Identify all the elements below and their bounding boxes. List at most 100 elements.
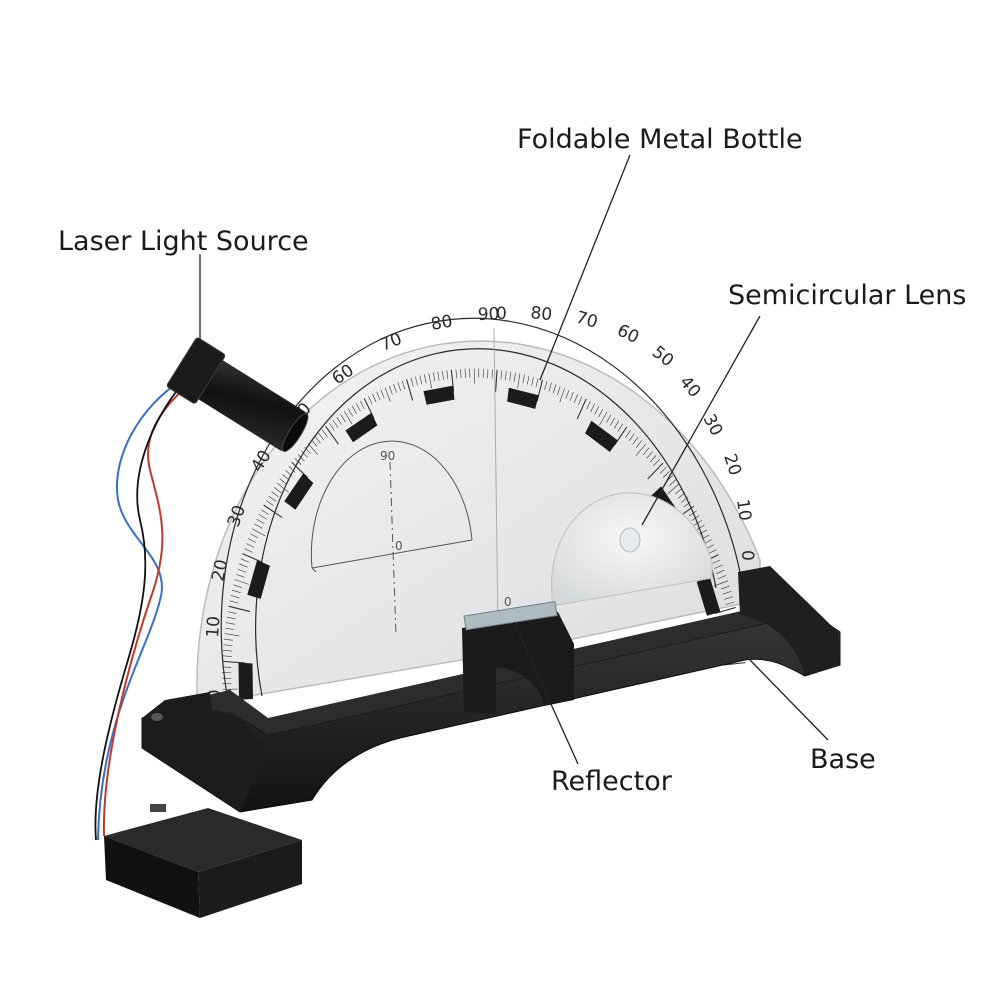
- label-base: Base: [810, 744, 876, 775]
- scale-tick: [297, 454, 305, 462]
- laser-light-source: [166, 337, 309, 453]
- scale-label-right-30: 30: [699, 411, 727, 439]
- scale-tick: [441, 370, 444, 380]
- scale-tick: [569, 392, 574, 401]
- protractor-disc: 0 10 20 30 40 50 60 70 80 90 0 80 70 60 …: [196, 303, 761, 718]
- base-screw-hole: [151, 713, 163, 721]
- scale-tick: [722, 590, 732, 595]
- scale-tick: [285, 470, 293, 477]
- scale-tick: [235, 573, 245, 578]
- scale-tick: [242, 553, 263, 564]
- scale-tick: [234, 579, 249, 585]
- scale-tick: [250, 533, 259, 539]
- scale-tick: [368, 396, 373, 405]
- scale-label-right-50: 50: [648, 342, 677, 371]
- scale-tick: [659, 466, 667, 474]
- scale-tick: [513, 372, 516, 382]
- scale-tick: [321, 429, 328, 437]
- scale-tick: [248, 538, 257, 543]
- scale-tick: [261, 509, 270, 515]
- scale-tick: [610, 417, 616, 426]
- scale-block: [247, 560, 270, 599]
- inner-protractor-baseline: [311, 539, 473, 569]
- scale-tick: [376, 391, 381, 401]
- scale-block: [423, 385, 455, 405]
- scale-tick: [517, 373, 521, 389]
- scale-tick: [643, 447, 650, 455]
- callout-labels: Laser Light Source Foldable Metal Bottle…: [58, 124, 966, 797]
- inner-label-0: 0: [395, 539, 403, 553]
- scale-block: [696, 576, 721, 616]
- inner-protractor-axis: [389, 461, 397, 637]
- inner-scale-arc: [255, 348, 717, 697]
- scale-tick: [227, 611, 237, 614]
- scale-tick: [363, 398, 375, 419]
- scale-tick: [314, 436, 321, 444]
- scale-tick: [410, 377, 414, 387]
- label-laser-light-source: Laser Light Source: [58, 226, 309, 257]
- scale-tick: [460, 368, 462, 379]
- scale-tick: [273, 487, 282, 494]
- scale-tick: [389, 385, 393, 395]
- scale-tick: [632, 436, 639, 445]
- scale-tick: [294, 458, 302, 465]
- label-foldable-metal-bottle: Foldable Metal Bottle: [517, 124, 803, 155]
- scale-label-left-10: 10: [203, 615, 224, 638]
- scale-tick: [393, 384, 397, 393]
- scale-tick: [446, 370, 449, 380]
- scale-tick: [573, 394, 578, 403]
- scale-tick: [613, 426, 628, 446]
- scale-tick: [606, 414, 612, 423]
- scale-tick: [246, 543, 255, 548]
- scale-tick: [233, 584, 242, 588]
- scale-tick: [223, 638, 233, 641]
- scale-tick: [691, 515, 700, 521]
- scale-tick: [613, 420, 620, 429]
- laser-clamp: [166, 337, 226, 404]
- scale-tick: [526, 375, 530, 385]
- scale-tick: [717, 575, 727, 580]
- scale-tick: [239, 563, 248, 568]
- scale-tick: [266, 500, 274, 506]
- leader-reflector: [513, 621, 579, 765]
- scale-tick: [397, 382, 401, 392]
- scale-tick: [225, 627, 235, 630]
- scale-tick: [229, 600, 239, 604]
- wire-black: [94, 379, 187, 841]
- scale-tick: [279, 478, 287, 485]
- scale-tick: [675, 487, 683, 495]
- scale-tick: [649, 455, 657, 463]
- scale-tick: [696, 524, 705, 531]
- scale-tick: [226, 616, 236, 620]
- scale-tick: [254, 523, 263, 529]
- scale-tick: [282, 474, 290, 481]
- base-right-support: [738, 566, 840, 676]
- scale-tick: [590, 403, 595, 413]
- scale-tick: [725, 601, 735, 605]
- battery-switch: [150, 804, 166, 812]
- scale-tick: [372, 393, 377, 403]
- scale-block: [507, 387, 539, 409]
- scale-tick: [495, 369, 498, 392]
- scale-tick: [288, 466, 296, 473]
- battery-box: [104, 804, 302, 918]
- scale-label-right-40: 40: [675, 372, 704, 401]
- scale-tick: [230, 595, 240, 599]
- leader-lens: [641, 315, 761, 526]
- scale-tick: [617, 423, 624, 432]
- scale-tick: [505, 371, 507, 381]
- laser-assembly: [94, 337, 309, 918]
- scale-tick: [723, 662, 746, 666]
- scale-tick: [332, 419, 339, 428]
- scale-tick: [598, 409, 604, 418]
- scale-tick: [724, 596, 733, 600]
- scale-tick: [328, 423, 335, 431]
- scale-label-right-10: 10: [732, 498, 755, 522]
- scale-tick: [636, 440, 643, 448]
- scale-tick: [301, 450, 308, 458]
- laser-aperture: [281, 413, 309, 453]
- scale-tick: [509, 371, 512, 381]
- reflector-mirror: [463, 601, 558, 631]
- scale-tick: [225, 622, 235, 625]
